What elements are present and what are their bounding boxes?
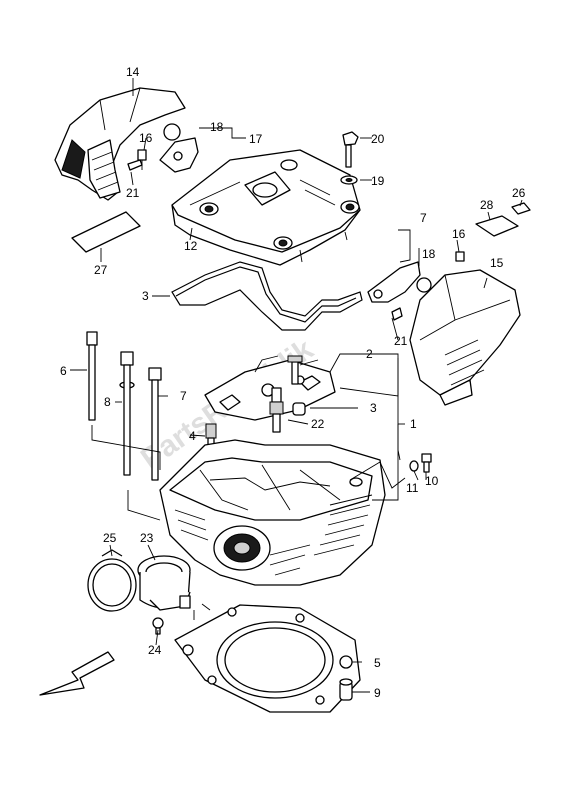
bolt-16-right [455,251,465,262]
callout-8: 8 [104,395,111,409]
callout-3-top: 3 [142,289,149,303]
callout-4: 4 [189,429,196,443]
bracket-17 [159,123,199,173]
valve-cover [171,149,361,266]
callout-20: 20 [371,132,385,146]
callout-labels: 14 18 17 16 21 20 19 12 27 26 28 7 16 18… [60,65,526,700]
dowel-pin-9 [339,678,353,701]
callout-21-left: 21 [126,186,140,200]
spark-plug [269,387,284,433]
callout-19: 19 [371,174,385,188]
callout-7-left: 7 [180,389,187,403]
cylinder-head [159,439,386,586]
leader-lines [70,78,523,693]
callout-24: 24 [148,643,162,657]
callout-6: 6 [60,364,67,378]
callout-12: 12 [184,239,198,253]
bolt-10 [421,453,432,473]
callout-21-right: 21 [394,334,408,348]
callout-7-right: 7 [420,211,427,225]
front-direction-arrow-icon [39,651,115,696]
callout-18-right: 18 [422,247,436,261]
washer-19 [340,175,358,185]
cylinder-head-cover-right [409,269,521,406]
callout-25: 25 [103,531,117,545]
callout-27: 27 [94,263,108,277]
washer-11 [409,460,419,472]
bolt-20 [342,131,359,168]
callout-28: 28 [480,198,494,212]
callout-14: 14 [126,65,140,79]
stud-bolt-8 [119,351,135,476]
stud-bolt-6 [86,331,98,421]
callout-5: 5 [374,656,381,670]
callout-26: 26 [512,186,526,200]
callout-16-right: 16 [452,227,466,241]
callout-11: 11 [406,481,419,495]
callout-10: 10 [425,474,439,488]
bracket-7-right [367,261,432,303]
bolt-21-right [391,307,403,321]
cylinder-head-cover-left [54,87,186,201]
hose-clamp [87,549,137,612]
pad-27 [71,211,141,253]
pad-28 [475,215,519,237]
callout-3-middle: 3 [370,401,377,415]
callout-15: 15 [490,256,504,270]
stud-bolt-7 [148,367,162,481]
head-cover-gasket [171,261,363,331]
callout-22: 22 [311,417,325,431]
callout-18-left: 18 [210,120,224,134]
bolt-22 [287,355,303,385]
callout-17: 17 [249,132,263,146]
intake-pipe [137,555,191,611]
callout-23: 23 [140,531,154,545]
dowel-3 [292,402,306,416]
callout-9: 9 [374,686,381,700]
callout-16-left: 16 [139,131,153,145]
bolt-21-left [127,159,143,171]
callout-1: 1 [410,417,417,431]
callout-2: 2 [366,347,373,361]
cylinder-head-gasket [174,604,361,713]
pad-26 [511,202,531,215]
